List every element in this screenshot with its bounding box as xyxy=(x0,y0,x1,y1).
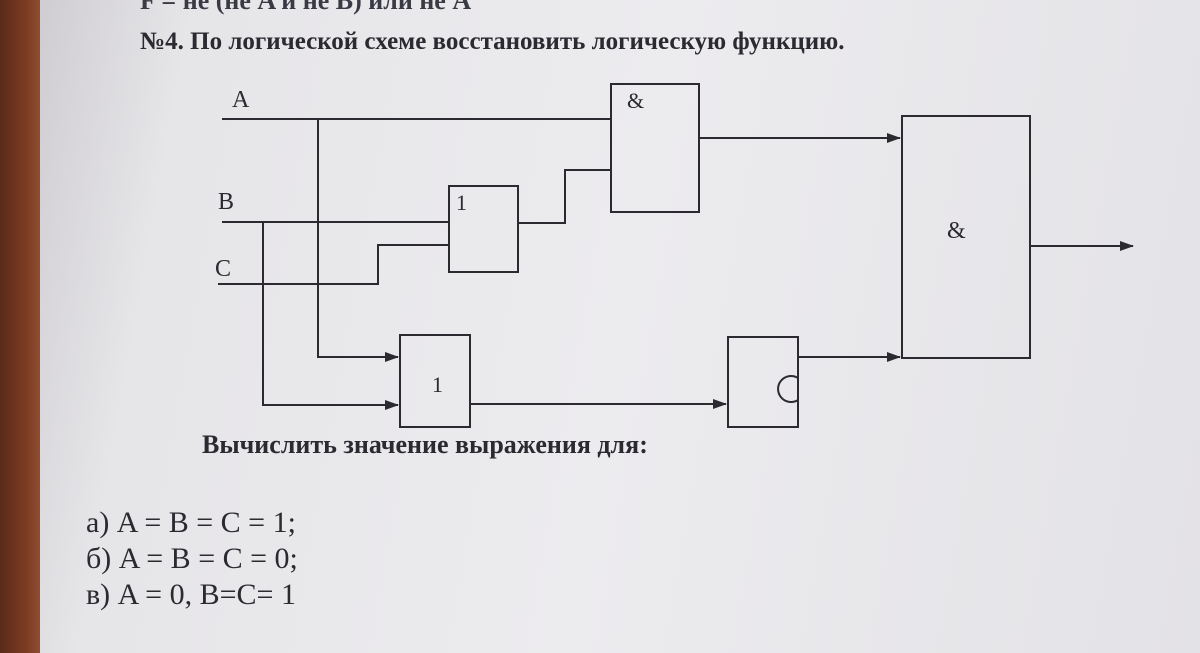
not-gate xyxy=(727,336,799,428)
case-item-c: в) A = 0, B=C= 1 xyxy=(86,578,296,611)
input-label-b: B xyxy=(218,189,234,215)
wire-c xyxy=(218,244,449,285)
input-label-c: C xyxy=(215,256,231,282)
previous-task-line: F = не (не A и не B) или не A xyxy=(140,0,472,15)
and-gate-final xyxy=(901,115,1031,359)
wire-or-mid-out xyxy=(518,169,611,224)
or-gate-bottom xyxy=(399,334,471,428)
paper-sheet xyxy=(40,0,1200,653)
calculation-prompt: Вычислить значение выражения для: xyxy=(202,430,648,459)
and-gate-top-label: & xyxy=(627,88,644,113)
or-gate-mid-label: 1 xyxy=(456,190,467,215)
or-gate-bottom-label: 1 xyxy=(432,372,443,397)
and-gate-top xyxy=(610,83,700,213)
wire-a-tap xyxy=(317,119,399,362)
wire-b-tap xyxy=(262,222,399,410)
task-title: №4. По логической схеме восстановить лог… xyxy=(140,28,845,55)
case-list: а) A = B = C = 1; б) A = B = C = 0; в) A… xyxy=(86,505,298,613)
case-item-b: б) A = B = C = 0; xyxy=(86,542,298,575)
or-gate-mid xyxy=(448,185,519,273)
not-gate-inversion-bubble xyxy=(777,375,799,403)
and-gate-final-label: & xyxy=(947,218,966,244)
input-label-a: A xyxy=(232,87,250,113)
case-item-a: а) A = B = C = 1; xyxy=(86,506,296,539)
